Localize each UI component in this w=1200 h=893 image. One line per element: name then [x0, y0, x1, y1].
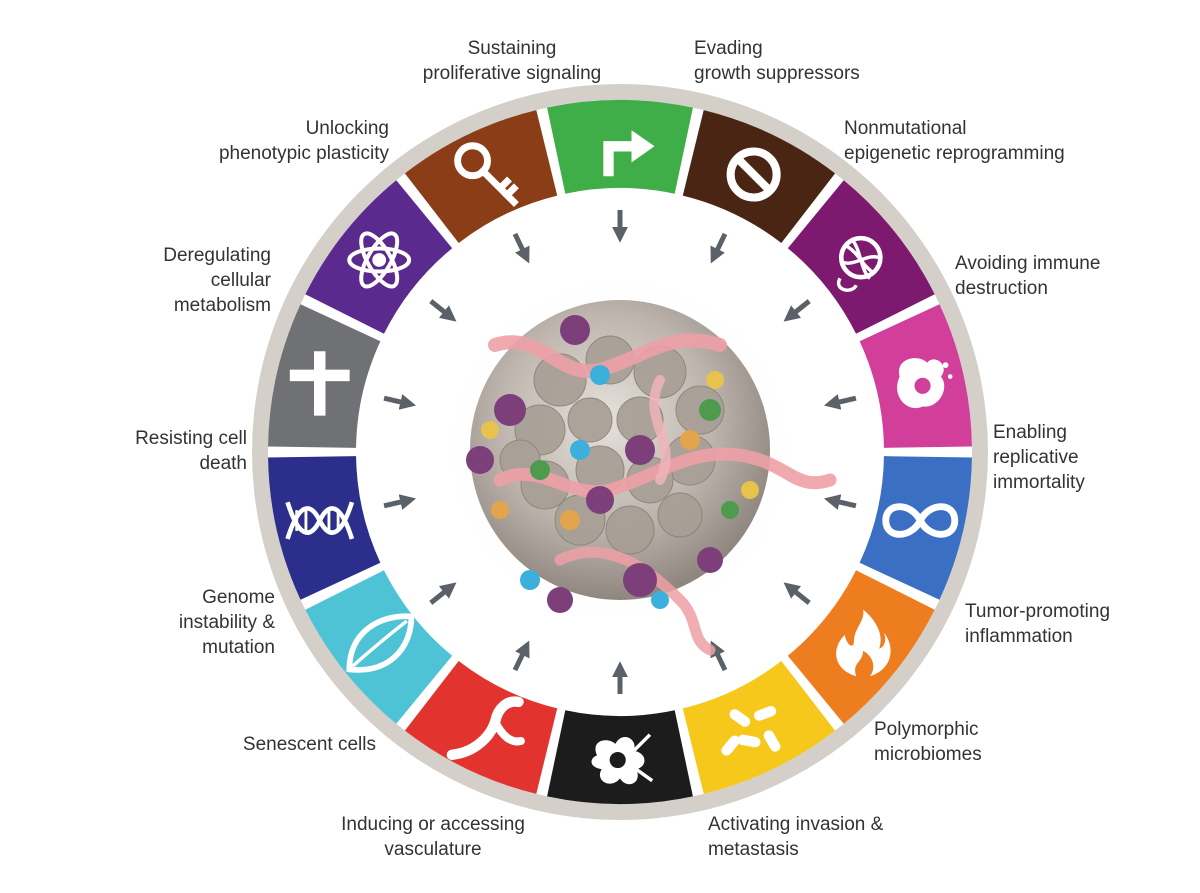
bacteria-icon	[721, 706, 781, 756]
hallmark-segments	[268, 99, 972, 805]
label-growth-suppressors: Evading growth suppressors	[694, 38, 860, 84]
segment-vasculature	[404, 660, 558, 794]
dna-icon	[285, 501, 355, 540]
immune-cell-icon	[897, 358, 953, 409]
atom-icon	[347, 231, 412, 289]
key-icon	[454, 142, 519, 207]
segment-microbiomes	[682, 660, 836, 794]
hallmark-arrows	[383, 210, 857, 694]
label-metabolism: Deregulating cellular metabolism	[163, 245, 271, 316]
arrow-genome	[383, 494, 417, 510]
arrow-immune	[823, 394, 857, 410]
arrow-epigenetic	[783, 299, 811, 322]
leaf-icon	[346, 613, 415, 673]
flame-icon	[836, 609, 891, 677]
chromatin-icon	[836, 235, 883, 292]
arrow-vasculature	[512, 640, 530, 672]
label-proliferative: Sustaining proliferative signaling	[422, 38, 602, 84]
label-epigenetic: Nonmutational epigenetic reprogramming	[844, 118, 1065, 164]
arrow-senescent	[429, 582, 457, 605]
arrow-cell-death	[383, 394, 417, 410]
label-senescent: Senescent cells	[242, 734, 376, 755]
arrow-inflammation	[783, 582, 811, 605]
label-vasculature: Inducing or accessing vasculature	[341, 814, 525, 860]
infinity-icon	[882, 503, 959, 538]
cross-icon	[289, 351, 350, 416]
tumor-microenvironment-icon	[430, 260, 837, 656]
arrow-metabolism	[429, 299, 457, 322]
segment-senescent	[305, 570, 453, 724]
label-plasticity: Unlocking phenotypic plasticity	[218, 118, 389, 164]
label-cell-death: Resisting cell death	[135, 428, 247, 474]
label-immortality: Enabling replicative immortality	[993, 422, 1085, 493]
label-genome: Genome instability & mutation	[178, 587, 275, 658]
label-inflammation: Tumor-promoting inflammation	[965, 601, 1111, 647]
label-microbiomes: Polymorphic microbiomes	[874, 719, 982, 765]
arrow-immortality	[823, 494, 857, 510]
label-immune: Avoiding immune destruction	[955, 253, 1101, 299]
blood-vessel-icon	[446, 696, 525, 760]
invasive-cell-icon	[591, 733, 654, 785]
prohibition-icon	[726, 147, 781, 202]
label-invasion: Activating invasion & metastasis	[708, 814, 884, 860]
bent-arrow-icon	[603, 130, 655, 177]
arrow-plasticity	[512, 232, 530, 264]
arrow-growth-suppressors	[710, 232, 728, 264]
